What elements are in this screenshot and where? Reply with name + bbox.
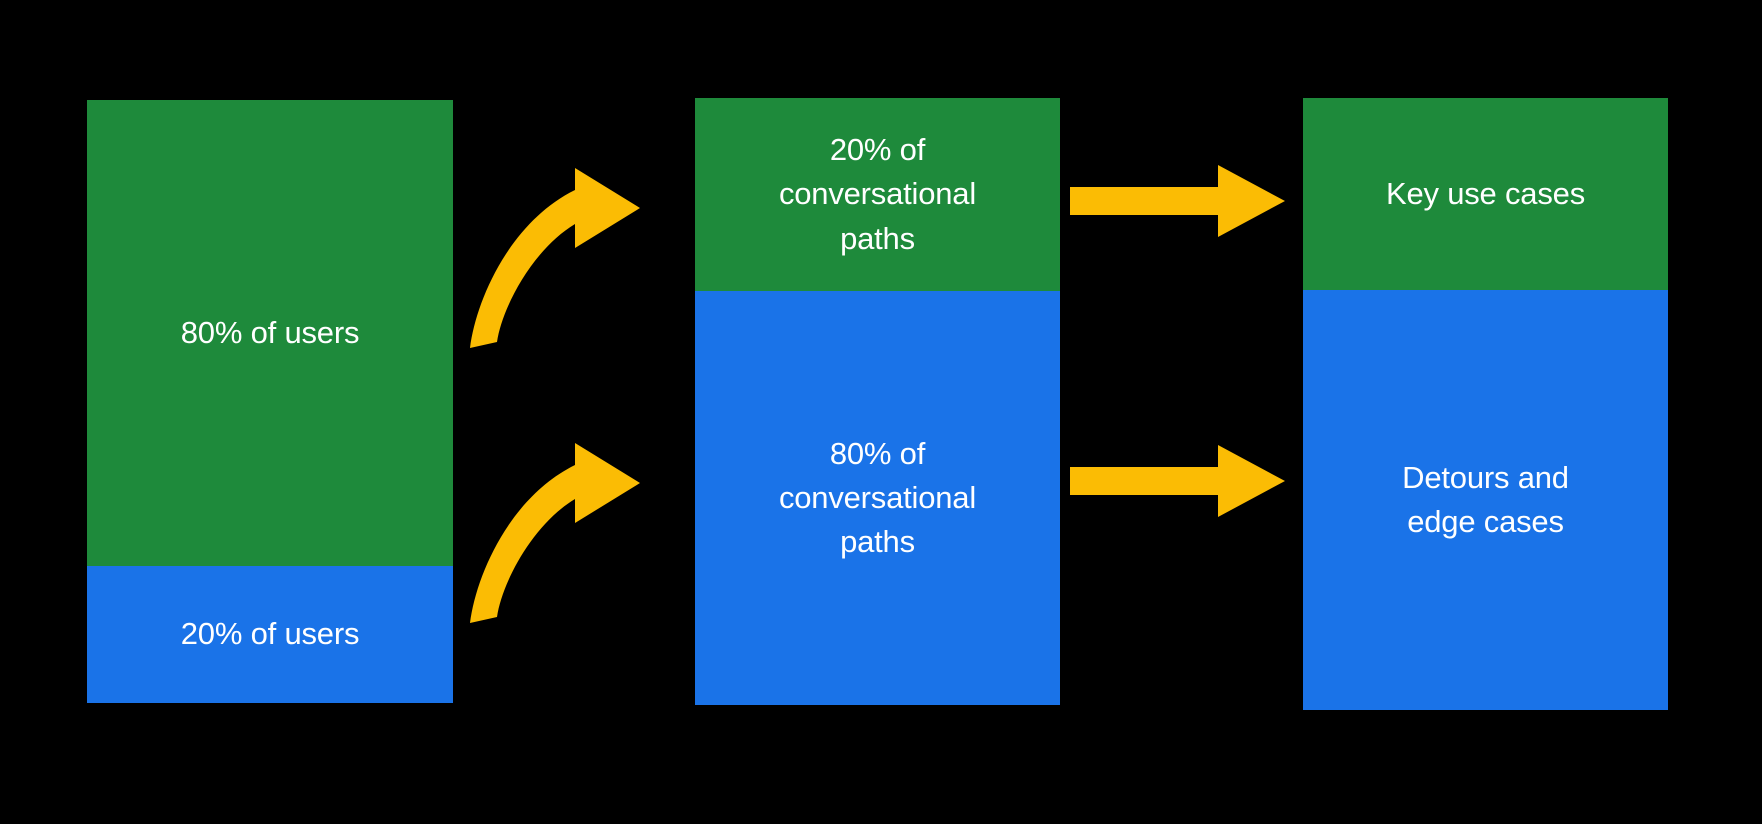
segment-users-blue: 20% of users [87,566,453,703]
use-cases-column: Key use cases Detours and edge cases [1303,98,1668,710]
segment-paths-green: 20% of conversational paths [695,98,1060,291]
segment-key-use-cases: Key use cases [1303,98,1668,290]
straight-arrow-icon-bottom [1070,445,1285,517]
curved-arrow-icon-bottom [470,443,640,623]
segment-label: Detours and edge cases [1402,459,1569,539]
curved-arrow-icon-top [470,168,640,348]
segment-label: 80% of users [180,314,360,350]
segment-paths-blue: 80% of conversational paths [695,291,1060,705]
segment-label: Key use cases [1385,175,1585,211]
straight-arrow-icon-top [1070,165,1285,237]
users-column: 80% of users 20% of users [87,100,453,703]
segment-label: 80% of conversational paths [778,435,977,559]
conversational-paths-column: 20% of conversational paths 80% of conve… [695,98,1060,705]
segment-label: 20% of conversational paths [778,132,977,256]
segment-detours-edge-cases: Detours and edge cases [1303,290,1668,710]
segment-label: 20% of users [180,616,360,652]
segment-users-green: 80% of users [87,100,453,566]
